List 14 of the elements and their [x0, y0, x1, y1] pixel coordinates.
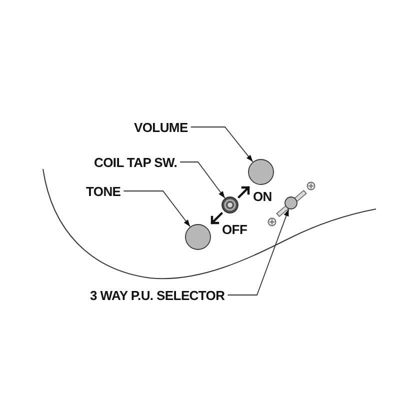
control-knob	[248, 159, 274, 185]
callout-label: TONE	[86, 184, 121, 198]
leader-line	[190, 126, 254, 162]
callout-label: COIL TAP SW.	[94, 154, 178, 170]
leader-line	[180, 162, 226, 199]
leader-line	[123, 190, 191, 228]
selector-switch	[276, 190, 307, 218]
toggle-switch	[222, 196, 238, 214]
leader-line	[227, 208, 290, 296]
control-knob	[185, 224, 211, 250]
callout-label: VOLUME	[134, 120, 188, 134]
position-label: OFF	[222, 222, 248, 236]
position-label: ON	[253, 188, 272, 204]
callout-label: 3 WAY P.U. SELECTOR	[90, 288, 225, 302]
